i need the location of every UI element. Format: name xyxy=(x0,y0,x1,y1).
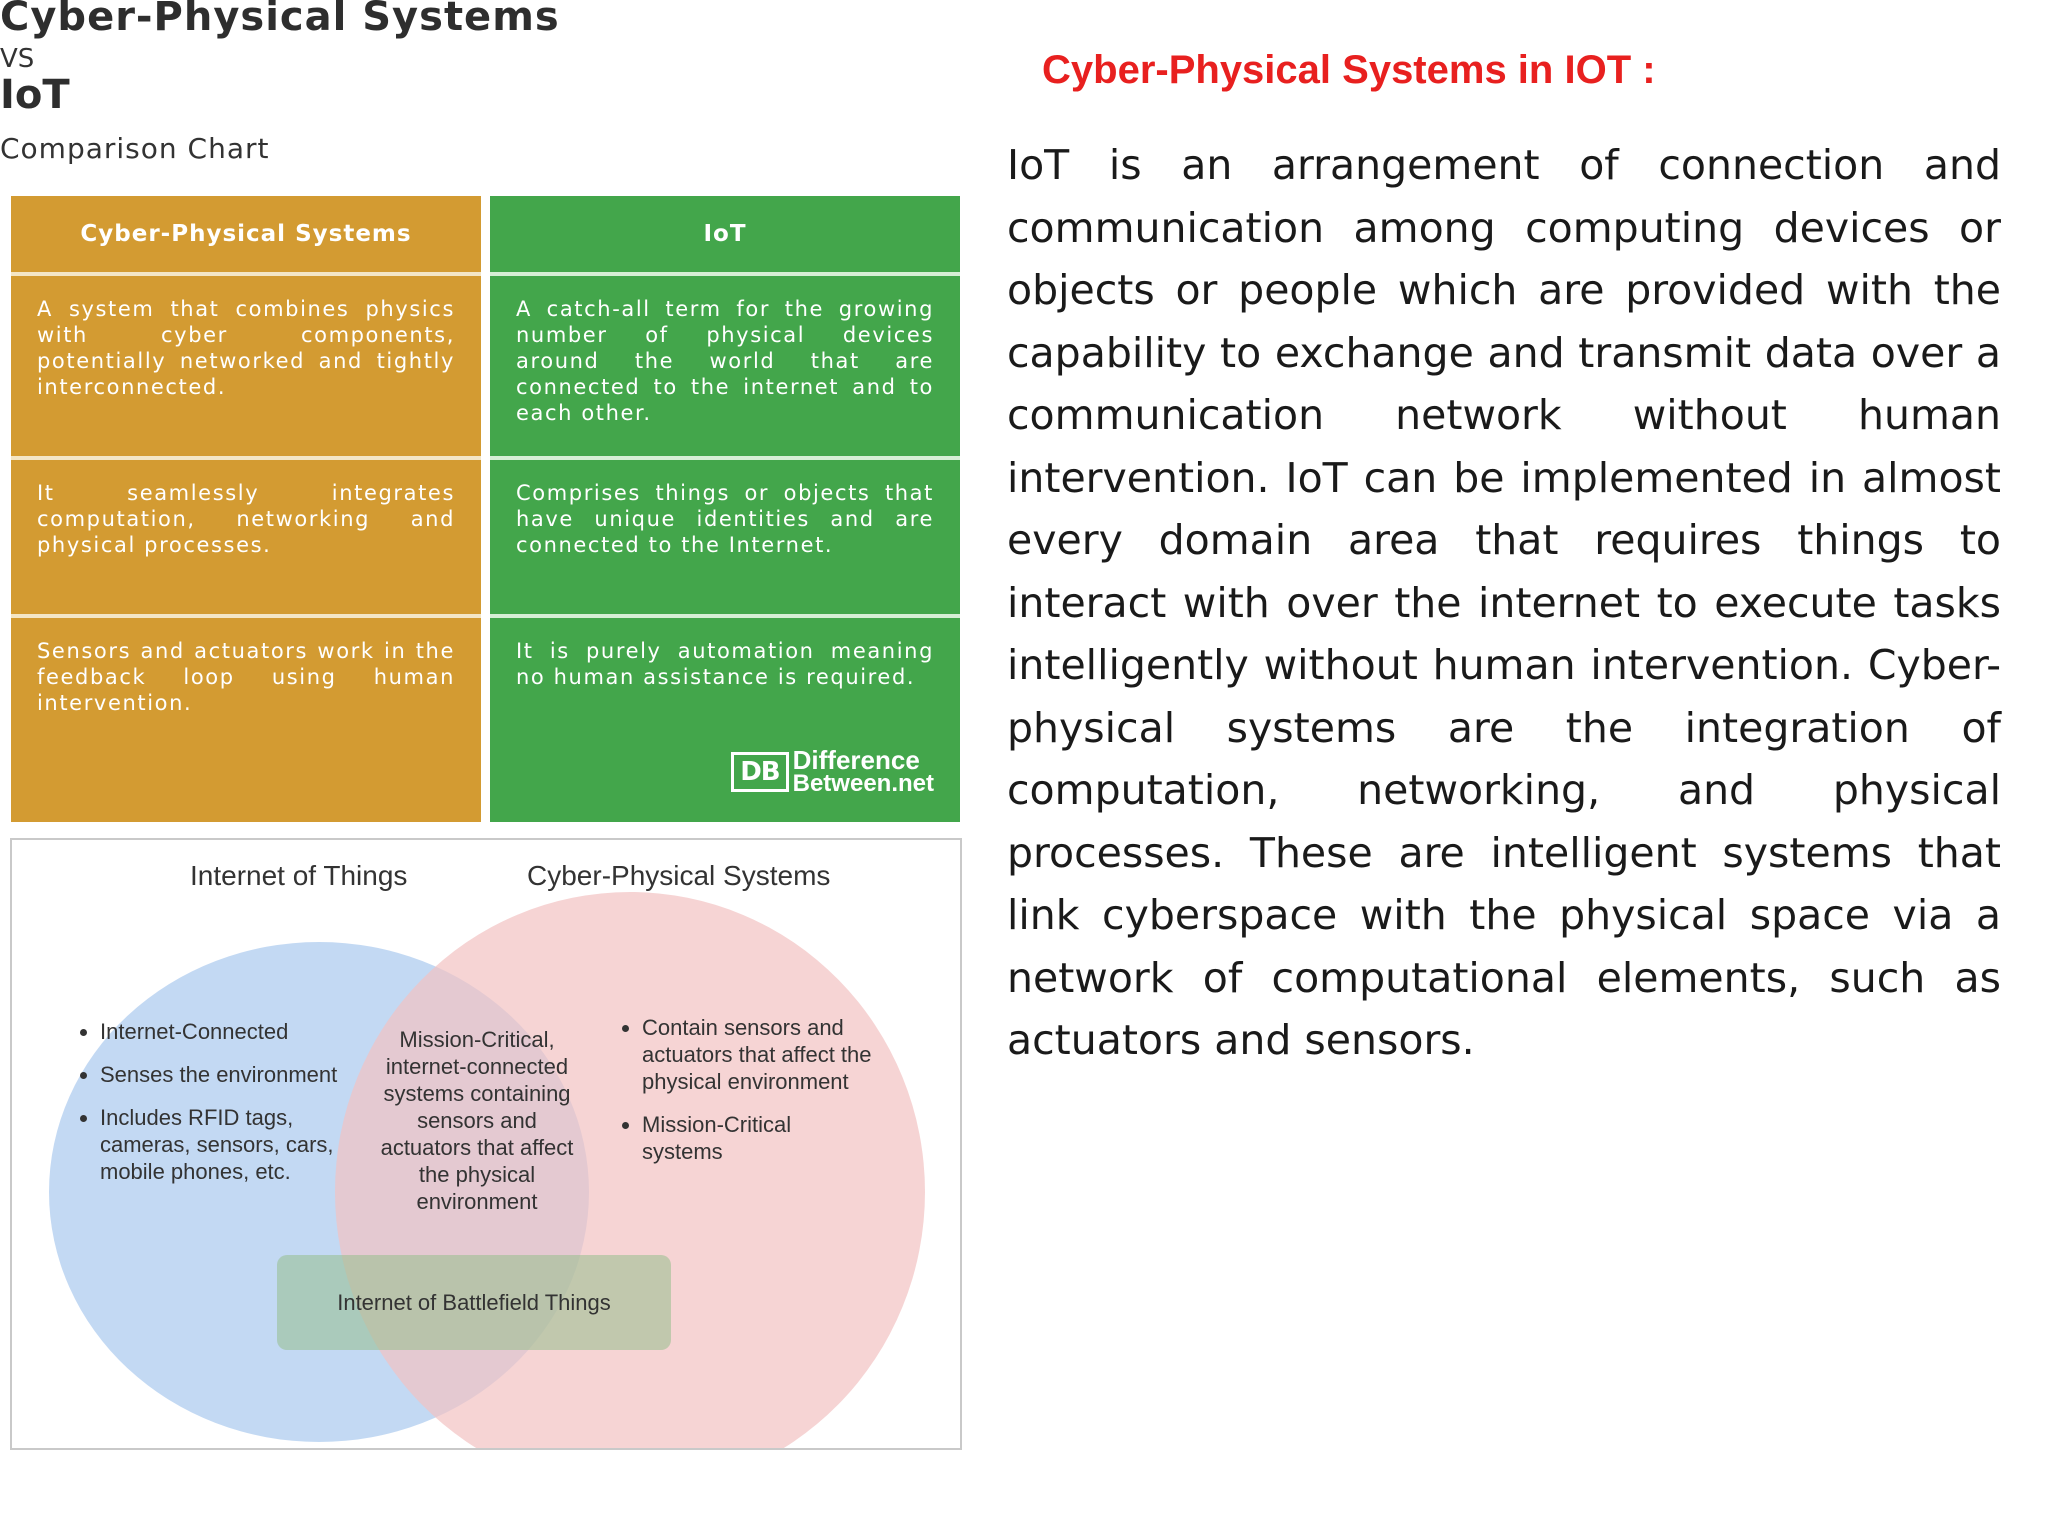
chart-subject: IoT xyxy=(0,72,70,118)
cps-column-header: Cyber-Physical Systems xyxy=(11,196,481,276)
venn-label-cps: Cyber-Physical Systems xyxy=(527,860,831,891)
chart-vs: VS xyxy=(0,44,35,74)
list-item: Mission-Critical systems xyxy=(642,1111,874,1165)
venn-battlefield-box: Internet of Battlefield Things xyxy=(277,1255,671,1350)
chart-subtitle: Comparison Chart xyxy=(0,132,270,165)
list-item: Contain sensors and actuators that affec… xyxy=(642,1014,874,1095)
venn-overlap-text: Mission-Critical, internet-connected sys… xyxy=(380,1027,574,1214)
cps-row-2: It seamlessly integrates computation, ne… xyxy=(11,460,481,618)
list-item: Includes RFID tags, cameras, sensors, ca… xyxy=(100,1104,362,1185)
iot-column: IoT A catch-all term for the growing num… xyxy=(490,196,960,822)
iot-row-1: A catch-all term for the growing number … xyxy=(490,276,960,460)
list-item: Senses the environment xyxy=(100,1061,362,1088)
section-title: Cyber-Physical Systems in IOT : xyxy=(1042,48,1656,92)
cps-row-3: Sensors and actuators work in the feedba… xyxy=(37,639,455,715)
section-body: IoT is an arrangement of connection and … xyxy=(1007,141,2001,1064)
chart-title: Cyber-Physical Systems xyxy=(0,0,560,40)
venn-iot-list: Internet-Connected Senses the environmen… xyxy=(62,1018,362,1201)
difference-between-logo: DB Difference Between.net xyxy=(731,745,934,797)
venn-diagram: Internet of Things Cyber-Physical System… xyxy=(10,838,962,1450)
iot-row-2: Comprises things or objects that have un… xyxy=(490,460,960,618)
cps-row-1: A system that combines physics with cybe… xyxy=(11,276,481,460)
logo-line-1: Difference xyxy=(792,745,920,775)
venn-cps-list: Contain sensors and actuators that affec… xyxy=(604,1014,874,1181)
cps-column: Cyber-Physical Systems A system that com… xyxy=(11,196,481,822)
logo-line-2: Between.net xyxy=(792,770,934,797)
venn-label-iot: Internet of Things xyxy=(190,860,408,891)
iot-row-3: It is purely automation meaning no human… xyxy=(516,639,934,689)
iot-column-header: IoT xyxy=(490,196,960,276)
list-item: Internet-Connected xyxy=(100,1018,362,1045)
logo-mark: DB xyxy=(731,752,789,792)
